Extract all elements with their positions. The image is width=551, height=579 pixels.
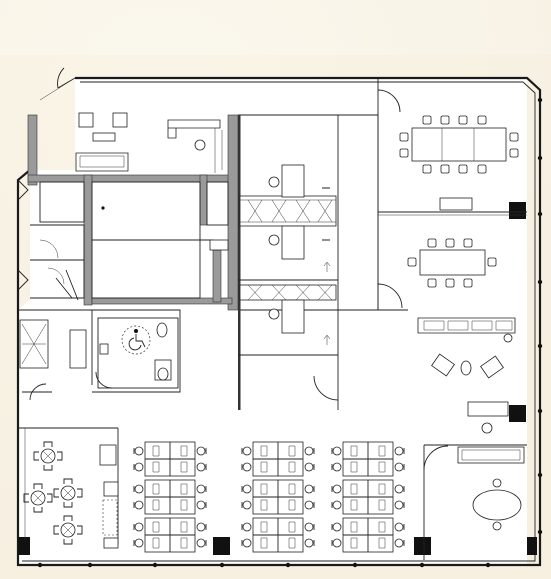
restrooms xyxy=(18,309,181,401)
accessible-symbol-icon xyxy=(128,329,146,351)
core-rooms xyxy=(17,179,229,301)
door-swing-icon xyxy=(313,375,339,401)
private-offices xyxy=(238,114,379,410)
conference-rooms xyxy=(377,78,527,311)
stair-arrow-icon xyxy=(323,261,331,272)
corner-office xyxy=(423,444,527,560)
stair-arrow-icon xyxy=(323,334,331,345)
cafe-area xyxy=(18,427,119,549)
entry-door xyxy=(39,67,76,101)
reception-area xyxy=(75,112,223,173)
exterior-walls xyxy=(16,76,543,568)
lounge-area xyxy=(417,317,516,434)
open-workstations xyxy=(133,441,405,553)
